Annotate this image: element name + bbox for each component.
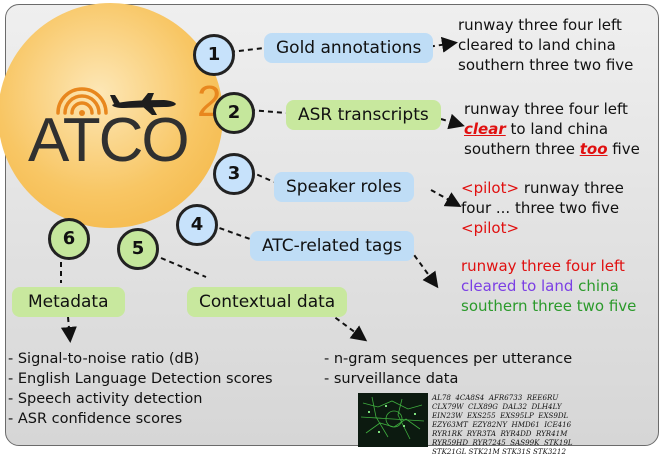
surveillance-radar-image xyxy=(358,393,428,447)
roles-example: <pilot> runway three four ... three two … xyxy=(461,178,624,238)
asr-line-2-rest: to land china xyxy=(505,120,609,138)
signal-waves-icon xyxy=(56,87,108,116)
pilot-tag-close: <pilot> xyxy=(461,219,520,237)
step-5-label: Contextual data xyxy=(187,287,348,317)
diagram-panel: ATCO 2 1 Gold annotations runway three f… xyxy=(0,3,659,456)
tag-value-text-2: southern three two five xyxy=(461,297,637,315)
asr-line-1: runway three four left xyxy=(464,100,628,118)
metadata-list: - Signal-to-noise ratio (dB) - English L… xyxy=(8,349,273,429)
asr-error-word-2: too xyxy=(579,140,608,158)
roles-line-1-rest: runway three xyxy=(519,179,624,197)
step-5-badge: 5 xyxy=(117,228,159,270)
context-list: - n-gram sequences per utterance - surve… xyxy=(324,349,572,389)
connector-1a xyxy=(229,47,265,53)
gold-line-2: cleared to land china xyxy=(458,36,616,54)
metadata-item: - Signal-to-noise ratio (dB) xyxy=(8,351,200,367)
step-1-badge: 1 xyxy=(193,34,235,76)
asr-line-3: southern three too five xyxy=(464,139,640,159)
tag-value-text: china xyxy=(573,277,619,295)
tags-line-2: cleared to land china xyxy=(461,276,636,296)
step-6-badge: 6 xyxy=(48,218,90,260)
step-1-label: Gold annotations xyxy=(264,33,434,63)
metadata-item: - Speech activity detection xyxy=(8,391,203,407)
callsign-list: AL78 4CA8S4 AFR6733 REE6RU CLX79W CLX89G… xyxy=(432,393,573,456)
atco2-logo xyxy=(0,3,223,228)
step-6-label: Metadata xyxy=(12,287,125,317)
gold-example: runway three four left cleared to land c… xyxy=(458,15,633,75)
tags-example: runway three four left cleared to land c… xyxy=(461,256,636,316)
pilot-tag-open: <pilot> xyxy=(461,179,520,197)
step-2-badge: 2 xyxy=(213,92,255,134)
step-4-label: ATC-related tags xyxy=(250,231,414,261)
roles-line-1: <pilot> runway three xyxy=(461,178,624,198)
asr-line-2: clear to land china xyxy=(464,119,640,139)
metadata-item: - English Language Detection scores xyxy=(8,371,273,387)
roles-line-2: four ... three two five xyxy=(461,199,620,217)
tag-command-text: cleared to land xyxy=(461,277,574,295)
context-item: - n-gram sequences per utterance xyxy=(324,351,573,367)
step-3-label: Speaker roles xyxy=(274,172,414,202)
connector-1b xyxy=(420,36,458,53)
asr-error-word: clear xyxy=(464,120,506,138)
asr-line-3-pre: southern three xyxy=(464,140,580,158)
asr-line-3-post: five xyxy=(607,140,640,158)
gold-line-3: southern three two five xyxy=(458,56,634,74)
step-3-badge: 3 xyxy=(213,153,255,195)
gold-line-1: runway three four left xyxy=(458,16,622,34)
step-2-label: ASR transcripts xyxy=(286,100,441,130)
airplane-icon xyxy=(110,93,176,115)
step-4-badge: 4 xyxy=(176,204,218,246)
context-item: - surveillance data xyxy=(324,371,459,387)
logo-text: ATCO xyxy=(28,106,190,175)
asr-example: runway three four left clear to land chi… xyxy=(464,99,640,159)
tag-callsign-text: runway three four left xyxy=(461,257,625,275)
metadata-item: - ASR confidence scores xyxy=(8,411,183,427)
